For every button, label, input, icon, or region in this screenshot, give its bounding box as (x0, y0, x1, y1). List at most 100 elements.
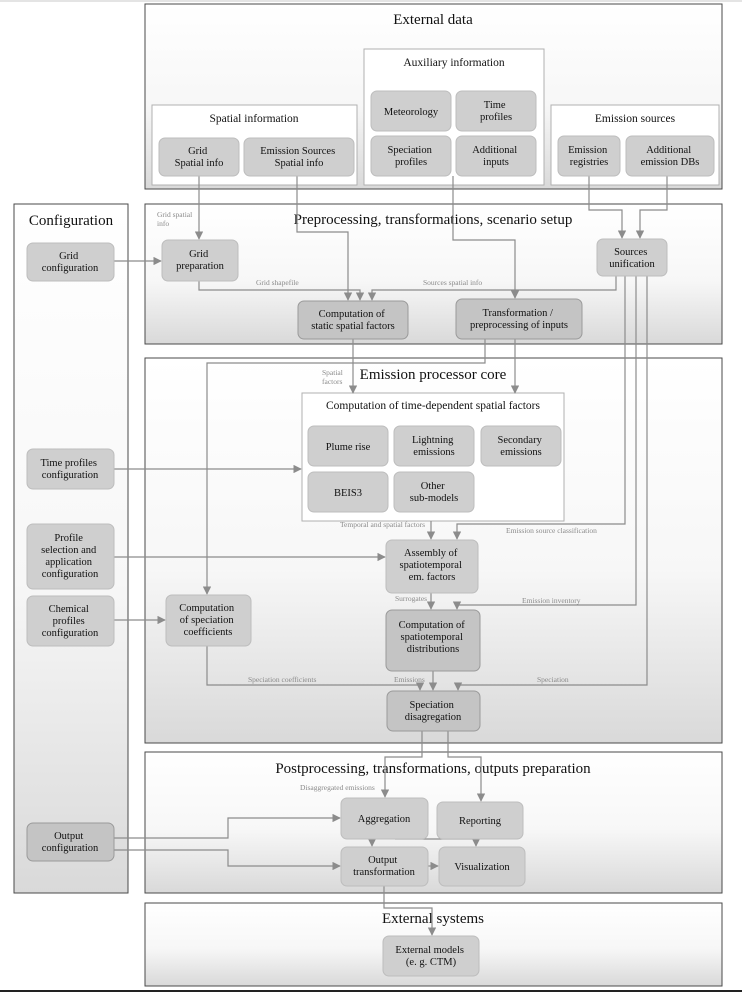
node-external-models: External models (e. g. CTM) (382, 935, 480, 977)
node-assembly: Assembly of spatiotemporal em. factors (385, 539, 479, 594)
edge-outconf-to-outtrans (114, 849, 341, 871)
node-transformation: Transformation / preprocessing of inputs (455, 298, 583, 340)
svg-text:Time profiles: Time profiles (480, 100, 512, 123)
node-speciation-profiles: Speciation profiles (370, 135, 452, 177)
svg-text:Aggregation: Aggregation (358, 814, 411, 825)
node-sources-unification: Sources unification (596, 238, 668, 277)
node-additional-inputs: Additional inputs (455, 135, 537, 177)
svg-text:Computation of speciat: Computation of speciation coefficients (179, 603, 236, 638)
node-visualization: Visualization (438, 846, 526, 887)
node-profile-selection: Profile selection and application config… (26, 523, 115, 590)
svg-text:Time profiles configur: Time profiles configuration (40, 458, 99, 481)
edge-disaggregation-to-reporting (447, 731, 486, 802)
svg-text:Sources unification: Sources unification (609, 247, 655, 270)
edge-registries-to-unification (588, 176, 627, 239)
edges (114, 176, 668, 936)
node-chemical-profiles-configuration: Chemical profiles configuration (26, 595, 115, 647)
svg-text:Plume rise: Plume rise (326, 442, 371, 453)
svg-text:BEIS3: BEIS3 (334, 488, 362, 499)
svg-text:Speciation profiles: Speciation profiles (388, 145, 435, 168)
node-aggregation: Aggregation (340, 797, 429, 840)
edge-labels: Grid spatial info Grid shapefile Sources… (157, 210, 597, 792)
svg-text:Emission sources: Emission sources (595, 113, 676, 125)
node-grid-configuration: Grid configuration (26, 242, 115, 282)
svg-text:Output configuration: Output configuration (42, 831, 99, 854)
svg-text:Lightning emissions: Lightning emissions (412, 435, 456, 458)
node-secondary-emissions: Secondary emissions (480, 425, 562, 467)
node-time-profiles: Time profiles (455, 90, 537, 132)
svg-text:Computation of spatiot: Computation of spatiotemporal distributi… (399, 620, 468, 655)
edge-speccoef-to-disaggregation (206, 646, 425, 691)
node-lightning-emissions: Lightning emissions (393, 425, 475, 467)
svg-text:Grid Spatial info: Grid Spatial info (175, 146, 224, 169)
svg-text:Visualization: Visualization (454, 862, 510, 873)
node-emission-registries: Emission registries (557, 135, 621, 177)
node-meteorology: Meteorology (370, 90, 452, 132)
edge-label-temporal-spatial: Temporal and spatial factors (340, 520, 425, 529)
node-other-submodels: Other sub-models (393, 471, 475, 513)
panel-title-configuration: Configuration (29, 213, 114, 229)
edge-label-speciation-coefficients: Speciation coefficients (248, 675, 316, 684)
svg-text:Emission Sources Spati: Emission Sources Spatial info (260, 146, 338, 169)
node-speciation-disaggregation: Speciation disagregation (386, 690, 481, 732)
svg-text:External models (e. g.: External models (e. g. CTM) (395, 945, 466, 968)
edge-label-emission-source-classification: Emission source classification (506, 526, 597, 535)
edge-unification-to-disaggregation (453, 276, 648, 691)
node-static-spatial-factors: Computation of static spatial factors (297, 300, 409, 340)
node-output-configuration: Output configuration (26, 822, 115, 862)
node-time-profiles-configuration: Time profiles configuration (26, 448, 115, 490)
nodes: Grid Spatial info Emission Sources Spati… (26, 90, 715, 977)
svg-text:Additional inputs: Additional inputs (472, 145, 520, 168)
edge-sources-spatial-to-static (296, 176, 353, 301)
edge-aux-to-transformation (452, 176, 520, 299)
node-plume-rise: Plume rise (307, 425, 389, 467)
svg-text:Reporting: Reporting (459, 816, 502, 827)
panel-postprocessing: Postprocessing, transformations, outputs… (144, 751, 723, 894)
svg-text:Auxiliary information: Auxiliary information (403, 57, 504, 69)
svg-text:Computation of time-dependent: Computation of time-dependent spatial fa… (326, 400, 540, 412)
node-output-transformation: Output transformation (340, 846, 429, 887)
node-spatiotemporal-distributions: Computation of spatiotemporal distributi… (385, 609, 481, 672)
edge-unification-to-static (367, 276, 617, 301)
svg-text:Assembly of spatiotemp: Assembly of spatiotemporal em. factors (399, 548, 464, 583)
svg-text:Other sub-models: Other sub-models (410, 481, 458, 504)
node-beis3: BEIS3 (307, 471, 389, 513)
edge-unification-to-distributions (452, 276, 637, 610)
svg-text:Computation of static: Computation of static spatial factors (311, 309, 394, 332)
svg-text:Grid preparation: Grid preparation (176, 249, 225, 272)
svg-text:Chemical profiles: Chemical profiles configuration (42, 604, 99, 639)
svg-text:Emission registries: Emission registries (568, 145, 610, 168)
edge-label-sources-spatial-info: Sources spatial info (423, 278, 482, 287)
panel-title-core: Emission processor core (360, 367, 507, 383)
edge-transformation-to-speccoef (202, 339, 486, 595)
edge-label-emission-inventory: Emission inventory (522, 596, 581, 605)
panel-title-preprocessing: Preprocessing, transformations, scenario… (294, 212, 573, 228)
node-grid-spatial-info: Grid Spatial info (158, 137, 240, 177)
svg-text:Additional emission DB: Additional emission DBs (641, 145, 700, 168)
node-additional-emission-dbs: Additional emission DBs (625, 135, 715, 177)
edge-unification-to-assembly (452, 276, 626, 540)
edge-disaggregation-to-aggregation (380, 731, 423, 798)
svg-text:Output transformation: Output transformation (353, 855, 416, 878)
edge-label-disaggregated-emissions: Disaggregated emissions (300, 783, 375, 792)
node-reporting: Reporting (436, 801, 524, 840)
edge-preparation-to-static (198, 281, 365, 301)
svg-text:Speciation disagregati: Speciation disagregation (405, 700, 462, 723)
svg-text:Transformation / prepr: Transformation / preprocessing of inputs (470, 308, 568, 331)
edge-label-spatial-factors: Spatial factors (322, 368, 345, 386)
svg-text:Secondary emissions: Secondary emissions (498, 435, 545, 458)
panel-title-postprocessing: Postprocessing, transformations, outputs… (275, 761, 591, 777)
edge-outconf-to-aggregation (114, 813, 341, 839)
edge-label-emissions: Emissions (394, 675, 425, 684)
node-speciation-coefficients: Computation of speciation coefficients (165, 594, 252, 647)
edge-label-speciation: Speciation (537, 675, 569, 684)
svg-text:Profile selection and: Profile selection and application config… (41, 533, 99, 580)
node-emission-sources-spatial-info: Emission Sources Spatial info (243, 137, 355, 177)
edge-label-surrogates: Surrogates (395, 594, 427, 603)
svg-text:Grid configuration: Grid configuration (42, 251, 99, 274)
node-grid-preparation: Grid preparation (161, 239, 239, 282)
svg-text:Spatial information: Spatial information (209, 113, 298, 125)
edge-dbs-to-unification (635, 176, 668, 239)
